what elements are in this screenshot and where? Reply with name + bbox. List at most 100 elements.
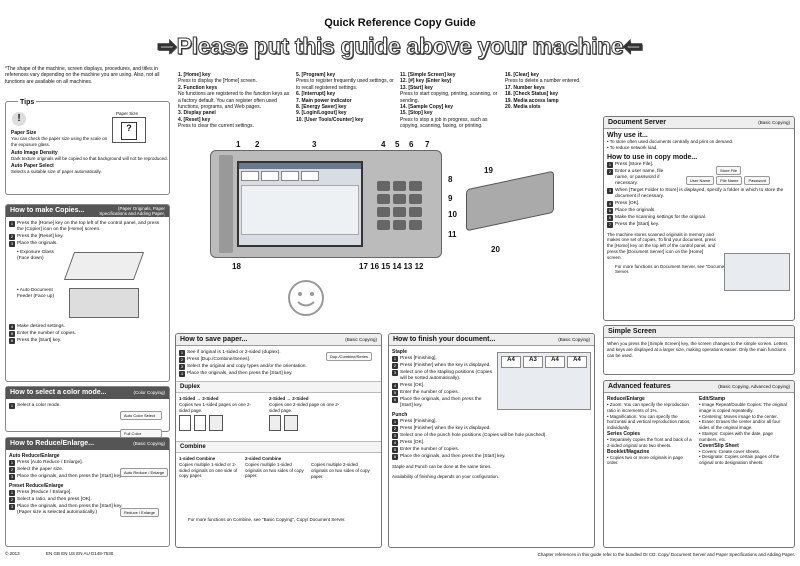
- smiley-icon: [288, 280, 324, 316]
- preset-step-3: Place the originals, and then press the …: [17, 504, 123, 515]
- duplex-header: Duplex: [176, 381, 381, 393]
- docserver-title: Document Server: [608, 119, 666, 126]
- punch-step-3: Select one of the punch hole positions (…: [400, 433, 547, 438]
- advanced-panel: Advanced features(Basic Copying, Advance…: [603, 380, 795, 548]
- callout-4: 4: [381, 140, 386, 149]
- auto-reduce-button[interactable]: Auto Reduce / Enlarge: [120, 468, 169, 477]
- callout-5: 5: [395, 140, 400, 149]
- adv-series-title: Series Copies: [607, 430, 641, 437]
- save-step-1: See if original is 1-sided or 2-sided (d…: [187, 350, 281, 355]
- key-6: 6. [Interrupt] key: [296, 91, 336, 98]
- auto-reduce-step-3: Place the originals, and then press the …: [17, 474, 123, 479]
- adv-stamps: • Stamps: Copies with the date, page num…: [699, 430, 773, 442]
- password-button[interactable]: Password: [744, 176, 771, 185]
- callout-7: 7: [425, 140, 430, 149]
- paper-size-label: Paper Size: [116, 111, 139, 116]
- callout-11: 11: [448, 230, 457, 239]
- chapter-ref: Chapter references in this guide refer t…: [537, 552, 795, 557]
- paper-size-title: Paper Size: [11, 130, 37, 136]
- adv-series: • Separately copies the front and back o…: [607, 436, 692, 448]
- key-3: 3. Display panel: [178, 110, 216, 117]
- paper-size-3: A4: [545, 356, 565, 368]
- staple-step-4: Press [OK].: [400, 383, 425, 388]
- docserver-desc: The machine stores scanned originals in …: [607, 231, 716, 260]
- finish-note-2: Availability of finishing depends on you…: [392, 473, 499, 479]
- dup-combine-button[interactable]: Dup./Combine/Series: [326, 352, 373, 361]
- finish-tag: (Basic Copying): [558, 337, 590, 342]
- tips-title: Tips: [18, 99, 37, 106]
- adv-designate: • Designate: Copies certain pages of the…: [699, 454, 780, 466]
- keys-col-3: 11. [Simple Screen] key 12. [#] key (Ent…: [400, 72, 500, 130]
- adv-zoom: • Zoom: You can specify the reproduction…: [607, 402, 689, 413]
- combine-1-desc: Copies multiple 1-sided or 2-sided origi…: [179, 461, 238, 479]
- ds-step-2: Enter a user name, file name, or passwor…: [615, 168, 664, 186]
- simple-screen-desc: When you press the [Simple Screen] key, …: [607, 341, 788, 358]
- paper-size-1: A4: [501, 356, 521, 368]
- user-name-button[interactable]: User Name: [686, 176, 715, 185]
- file-name-button[interactable]: File Name: [716, 176, 743, 185]
- staple-step-1: Press [Finishing].: [400, 356, 437, 361]
- punch-step-5: Enter the number of copies.: [400, 447, 459, 452]
- ds-step-7: Press the [Start] key.: [615, 221, 660, 227]
- docserver-more: For more functions on Document Server, s…: [615, 263, 781, 275]
- combine-2-title: 2-sided Combine: [245, 456, 282, 461]
- key-14: 14. [Sample Copy] key: [400, 104, 454, 111]
- key-12: 12. [#] key (Enter key): [400, 78, 452, 85]
- save-step-3: Select the original and copy types and/o…: [187, 364, 307, 369]
- staple-step-2: Press [Finisher] when the key is display…: [400, 363, 491, 368]
- density-desc: Dark texture originals will be copied so…: [11, 155, 168, 161]
- simple-screen-panel: Simple Screen When you press the [Simple…: [603, 325, 795, 375]
- adv-cover-title: Cover/Slip Sheet: [699, 442, 739, 449]
- color-step-1: Select a color mode.: [17, 403, 61, 408]
- auto-color-button[interactable]: Auto Color Select: [120, 411, 162, 420]
- make-copies-tag: (Paper Originals, Paper Specifications a…: [99, 206, 165, 221]
- key-1-desc: Press to display the [Home] screen.: [178, 78, 257, 85]
- paper-size-2: A3: [523, 356, 543, 368]
- save-step-4: Place the originals, and then press the …: [187, 371, 293, 376]
- keys-col-4: 16. [Clear] key Press to delete a number…: [505, 72, 595, 110]
- exposure-glass-diagram: [63, 252, 145, 280]
- key-11: 11. [Simple Screen] key: [400, 72, 456, 78]
- function-keys: [219, 155, 233, 253]
- staple-step-6: Place the originals, and then press the …: [400, 397, 482, 408]
- exclamation-icon: !: [12, 112, 26, 126]
- duplex-1-desc: Copies two 1-sided pages on one 2-sided …: [179, 401, 252, 413]
- duplex-2-desc: Copies one 2-sided page on one 2-sided p…: [269, 401, 340, 413]
- key-15: 15. [Stop] key: [400, 110, 433, 117]
- key-16-desc: Press to delete a number entered.: [505, 78, 581, 85]
- key-5: 5. [Program] key: [296, 72, 336, 78]
- keypad: [371, 161, 431, 247]
- duplex-2-title: 2-Sided → 2-Sided: [269, 396, 309, 401]
- callout-20: 20: [491, 245, 500, 254]
- key-2-desc: No functions are registered to the funct…: [178, 91, 290, 111]
- exposure-glass-label: • Exposure Glass (Face down): [17, 250, 54, 261]
- adv-repeat: • Image Repeat/Double Copies: The origin…: [699, 402, 787, 413]
- adf-label: • Auto Document Feeder (Face up): [17, 288, 55, 299]
- document-server-panel: Document Server(Basic Copying) Why use i…: [603, 116, 795, 321]
- key-2: 2. Function keys: [178, 84, 218, 91]
- why-title: Why use it...: [607, 132, 648, 139]
- how-title: How to use in copy mode...: [607, 153, 698, 161]
- punch-step-1: Press [Finishing].: [400, 419, 437, 424]
- adv-booklet-title: Booklet/Magazine: [607, 448, 650, 455]
- reduce-enlarge-button[interactable]: Reduce / Enlarge: [120, 508, 159, 517]
- callout-10: 10: [448, 210, 457, 219]
- preset-step-2: Select a ratio, and then press [OK].: [17, 497, 92, 502]
- preset-step-1: Press [Reduce / Enlarge].: [17, 490, 72, 495]
- reduce-title: How to Reduce/Enlarge...: [10, 440, 95, 447]
- key-7: 7. Main power indicator: [296, 97, 352, 104]
- make-step-2: Press the [Reset] key.: [17, 234, 64, 239]
- paper-scale-diagram: ?: [112, 117, 146, 143]
- key-4-desc: Press to clear the current settings.: [178, 123, 254, 130]
- callout-bottom: 17 16 15 14 13 12: [359, 262, 424, 271]
- arrow-right-icon: ⇨: [157, 33, 177, 60]
- staple-title: Staple: [392, 349, 408, 355]
- arrow-left-icon: ⇦: [623, 33, 643, 60]
- make-copies-title: How to make Copies...: [10, 207, 85, 214]
- store-file-button[interactable]: Store File: [716, 166, 742, 175]
- punch-step-2: Press [Finisher] when the key is display…: [400, 426, 491, 431]
- display-panel: [237, 161, 363, 247]
- reduce-tag: (Basic Copying): [133, 441, 165, 446]
- key-8: 8. [Energy Saver] key: [296, 104, 347, 111]
- callout-18: 18: [232, 262, 241, 271]
